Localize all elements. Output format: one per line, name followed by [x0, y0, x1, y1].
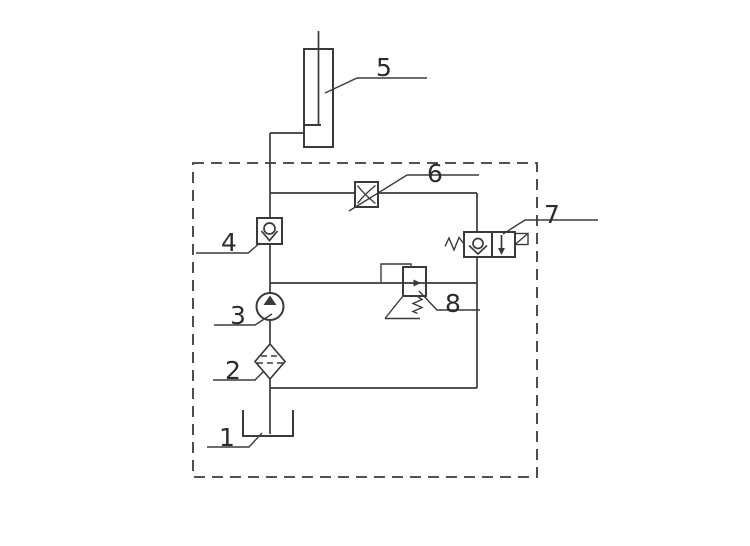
- leader-3: [214, 313, 273, 326]
- check-valve-symbol: [256, 217, 283, 245]
- adjustment-arrow-leader: [348, 174, 408, 212]
- pump-symbol: [255, 292, 285, 321]
- label-cylinder: 5: [376, 53, 392, 82]
- filter-symbol: [253, 342, 287, 381]
- label-check-valve: 4: [221, 228, 237, 257]
- label-throttle-valve: 6: [427, 159, 443, 188]
- throttle-valve-symbol: [348, 174, 408, 212]
- label-relief-valve: 8: [445, 289, 461, 318]
- flow-arrow: [498, 248, 505, 255]
- leader-4: [196, 242, 261, 254]
- solenoid-valve-symbol: [444, 231, 529, 258]
- leader-2: [213, 370, 265, 381]
- label-tank: 1: [219, 423, 235, 452]
- label-solenoid-valve: 7: [544, 200, 560, 229]
- leader-5: [324, 77, 427, 94]
- solenoid-actuator: [514, 232, 529, 246]
- flow-arrow: [413, 279, 421, 287]
- pilot-line: [384, 295, 404, 319]
- spring: [411, 295, 424, 315]
- leader-7: [502, 219, 598, 235]
- leader-8: [418, 290, 480, 311]
- label-pump: 3: [230, 301, 246, 330]
- component-labels: 1 2 3 4 5 6 7 8: [219, 53, 560, 452]
- cylinder-symbol: [270, 31, 334, 148]
- relief-valve-symbol: [380, 263, 427, 320]
- pilot-hook-line: [380, 263, 412, 282]
- leader-1: [207, 432, 263, 448]
- spring: [444, 236, 465, 252]
- power-unit-enclosure-outline: [192, 162, 538, 478]
- leader-lines: [196, 77, 598, 448]
- valve-position-flow: [491, 231, 516, 258]
- label-filter: 2: [225, 356, 241, 385]
- pipe-lines: [269, 133, 478, 434]
- tank-symbol: [242, 410, 294, 437]
